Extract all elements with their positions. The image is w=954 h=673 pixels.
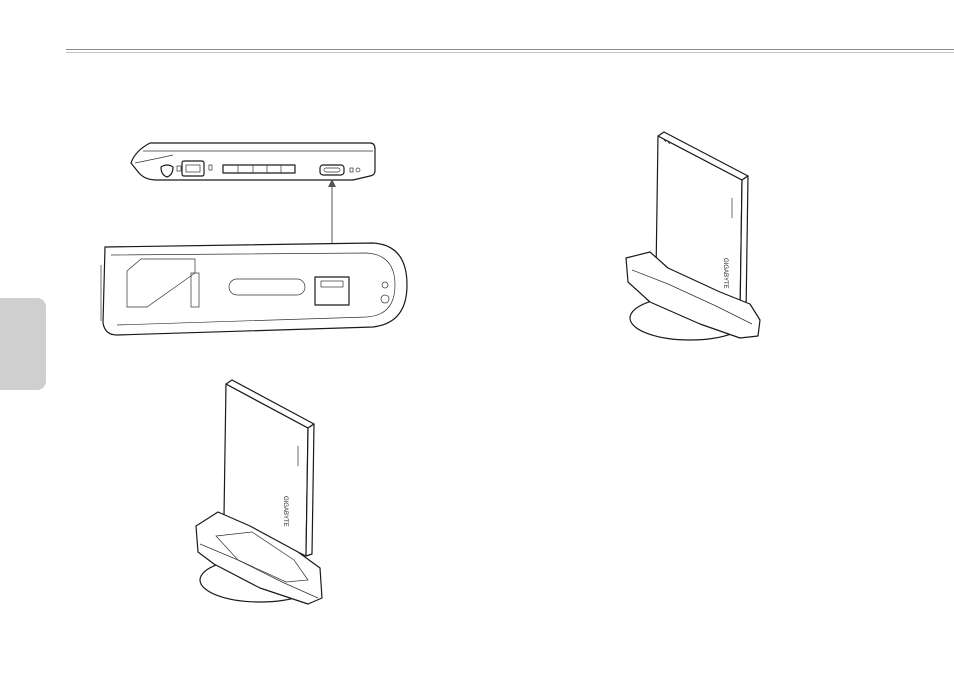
dock-base-top-view bbox=[101, 243, 407, 335]
header-rule-secondary bbox=[66, 52, 954, 53]
brand-mark-rear: GIGABYTE bbox=[722, 258, 728, 289]
notebook-in-dock-front bbox=[196, 380, 322, 604]
dock-rear-figure: GIGABYTE bbox=[620, 128, 765, 350]
header-rule bbox=[66, 49, 954, 50]
dock-front-figure: GIGABYTE bbox=[190, 376, 335, 612]
connector-diagram-figure bbox=[95, 125, 410, 340]
chapter-side-tab bbox=[0, 298, 46, 390]
notebook-side-view bbox=[131, 143, 375, 180]
notebook-in-dock-rear bbox=[626, 132, 760, 340]
brand-mark-front: GIGABYTE bbox=[282, 496, 288, 527]
